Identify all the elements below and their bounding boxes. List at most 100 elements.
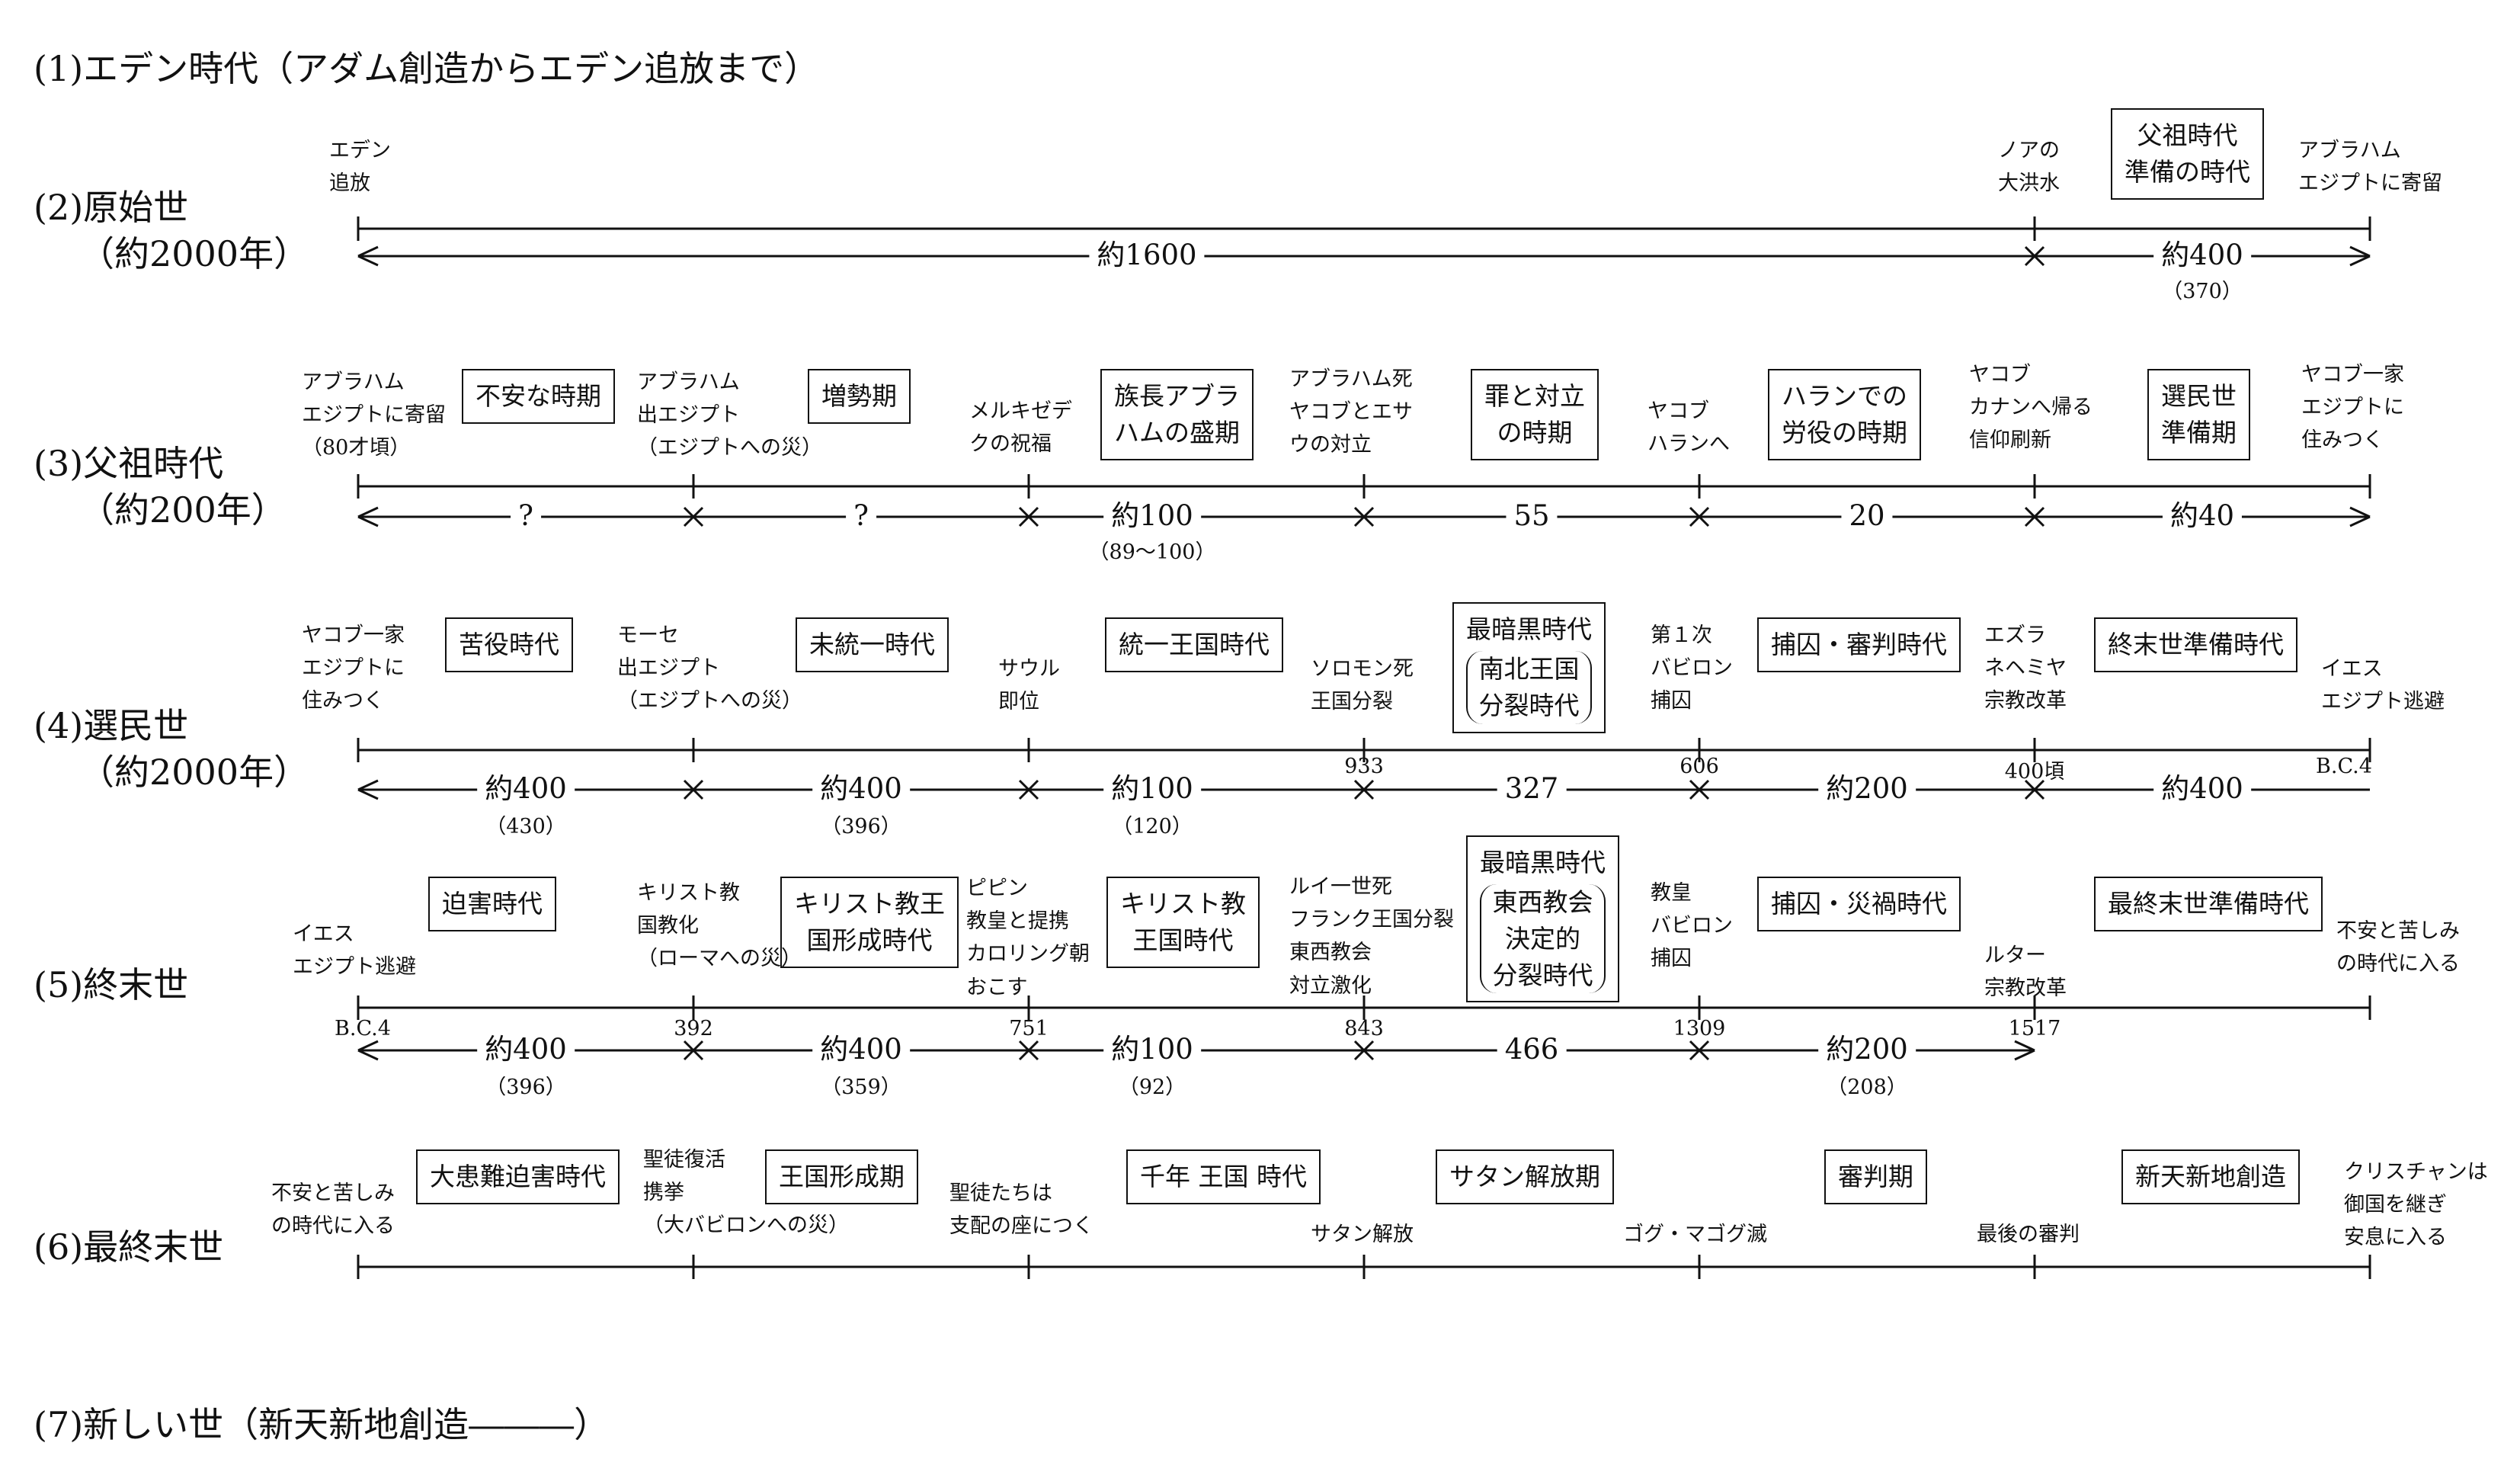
arrow-head	[2349, 255, 2371, 267]
event-note: 不安と苦しみの時代に入る	[2336, 919, 2460, 976]
period-box: 未統一時代	[796, 617, 949, 672]
event-note: ヤコブカナンへ帰る信仰刷新	[1969, 363, 2093, 453]
cross-mark	[1018, 506, 1039, 527]
event-note: キリスト教国教化（ローマへの災）	[637, 881, 802, 971]
event-note: 教皇バビロン捕囚	[1651, 881, 1733, 971]
span-sub-value: （396）	[485, 1076, 566, 1099]
span-value: 327	[1497, 774, 1567, 803]
event-note: アブラハム死ヤコブとエサウの対立	[1289, 367, 1413, 457]
period-box: 罪と対立の時期	[1471, 369, 1599, 460]
era-name: (2)原始世	[34, 187, 189, 228]
span-value: 約400	[2153, 774, 2251, 803]
period-box: 審判期	[1824, 1149, 1927, 1204]
event-note: サウル即位	[998, 657, 1060, 714]
era-label-shumatsu: (5)終末世	[34, 965, 188, 1005]
era-years: （約200年）	[79, 489, 287, 531]
tick-label: 392	[674, 1017, 713, 1040]
event-note: ヤコブ一家エジプトに住みつく	[2301, 363, 2404, 453]
cross-mark	[1689, 779, 1710, 800]
event-note: 聖徒たちは支配の座につく	[949, 1181, 1093, 1239]
arrow-head	[357, 779, 379, 791]
span-value: 約400	[477, 774, 575, 803]
arrow-head	[2349, 506, 2371, 518]
cross-mark	[683, 506, 704, 527]
period-box: キリスト教王国形成時代	[780, 877, 959, 968]
event-note: 聖徒復活携挙（大バビロンへの災）	[643, 1148, 849, 1238]
period-box: 終末世準備時代	[2094, 617, 2297, 672]
period-box: 苦役時代	[445, 617, 573, 672]
period-box: 最暗黒時代東西教会決定的分裂時代	[1466, 835, 1619, 1003]
era-years: （約2000年）	[79, 232, 309, 274]
event-note: ヤコブ一家エジプトに住みつく	[302, 624, 405, 713]
span-sub-value: （89～100）	[1088, 540, 1216, 564]
event-note: ヤコブハランへ	[1647, 399, 1730, 457]
period-box: 新天新地創造	[2121, 1149, 2300, 1204]
new-world-heading: (7)新しい世（新天新地創造―――）	[34, 1404, 610, 1445]
span-value: 20	[1841, 502, 1893, 530]
event-note: アブラハムエジプトに寄留	[2298, 139, 2442, 196]
arrow-head	[2349, 515, 2371, 527]
event-note: ソロモン死王国分裂	[1311, 657, 1414, 714]
event-note: イエスエジプト逃避	[2321, 657, 2445, 714]
tick-label: B.C.4	[335, 1017, 391, 1040]
event-note: ノアの大洪水	[1998, 139, 2060, 196]
span-sub-value: （359）	[821, 1076, 901, 1099]
period-box: 父祖時代準備の時代	[2111, 108, 2264, 200]
era-label-senmin: (4)選民世（約2000年）	[34, 706, 309, 793]
span-sub-value: （92）	[1118, 1076, 1186, 1099]
arrow-head	[2014, 1040, 2035, 1052]
period-box: 族長アブラハムの盛期	[1100, 369, 1254, 460]
cross-mark	[1018, 1040, 1039, 1061]
period-box: 捕囚・災禍時代	[1757, 877, 1961, 931]
period-box: 捕囚・審判時代	[1757, 617, 1961, 672]
span-value: 約400	[812, 774, 910, 803]
span-value: 約100	[1103, 502, 1201, 530]
event-note: 最後の審判	[1977, 1223, 2080, 1246]
span-value: ?	[511, 502, 541, 530]
tick-label: 400頃	[2004, 760, 2065, 784]
tick-label: 606	[1679, 755, 1719, 778]
event-note: イエスエジプト逃避	[293, 922, 416, 979]
event-note: クリスチャンは御国を継ぎ安息に入る	[2344, 1160, 2488, 1250]
arrow-head	[357, 255, 379, 267]
era-label-fuso: (3)父祖時代（約200年）	[34, 444, 287, 531]
period-box: サタン解放期	[1436, 1149, 1614, 1204]
period-box: 最終末世準備時代	[2094, 877, 2323, 931]
cross-mark	[2024, 779, 2045, 800]
event-note: ゴグ・マゴグ滅	[1623, 1223, 1767, 1246]
period-box: 最暗黒時代南北王国分裂時代	[1452, 602, 1606, 733]
span-value: 約100	[1103, 774, 1201, 803]
period-box-inner: 南北王国分裂時代	[1466, 650, 1592, 724]
period-box: 大患難迫害時代	[416, 1149, 620, 1204]
span-value: 約100	[1103, 1035, 1201, 1063]
tick-label: 1517	[2008, 1017, 2061, 1040]
period-box-inner: 東西教会決定的分裂時代	[1480, 883, 1606, 994]
event-note: ルター宗教改革	[1984, 944, 2067, 1001]
event-note: ピピン教皇と提携カロリング朝おこす	[966, 877, 1090, 999]
arrow-head	[357, 245, 379, 258]
tick-label: 843	[1344, 1017, 1384, 1040]
cross-mark	[1018, 779, 1039, 800]
span-value: 55	[1506, 502, 1558, 530]
period-box: キリスト教王国時代	[1106, 877, 1260, 968]
event-note: サタン解放	[1311, 1223, 1414, 1246]
period-box: ハランでの労役の時期	[1768, 369, 1921, 460]
tick-label: 751	[1009, 1017, 1049, 1040]
eden-era-heading: (1)エデン時代（アダム創造からエデン追放まで）	[34, 48, 820, 89]
cross-mark	[1689, 1040, 1710, 1061]
event-note: エズラネヘミヤ宗教改革	[1984, 624, 2067, 713]
period-box: 統一王国時代	[1105, 617, 1283, 672]
event-note: 不安と苦しみの時代に入る	[271, 1181, 395, 1239]
cross-mark	[1353, 779, 1375, 800]
arrow-head	[357, 506, 379, 518]
span-value: 約400	[477, 1035, 575, 1063]
span-value: 約200	[1818, 1035, 1916, 1063]
event-note: 第１次バビロン捕囚	[1651, 624, 1733, 713]
span-sub-value: （370）	[2162, 280, 2243, 303]
period-box: 迫害時代	[428, 877, 556, 931]
period-box: 千年 王国 時代	[1126, 1149, 1321, 1204]
event-note: モーセ出エジプト（エジプトへの災）	[617, 624, 802, 713]
event-note: ルイ一世死フランク王国分裂東西教会対立激化	[1289, 875, 1454, 998]
